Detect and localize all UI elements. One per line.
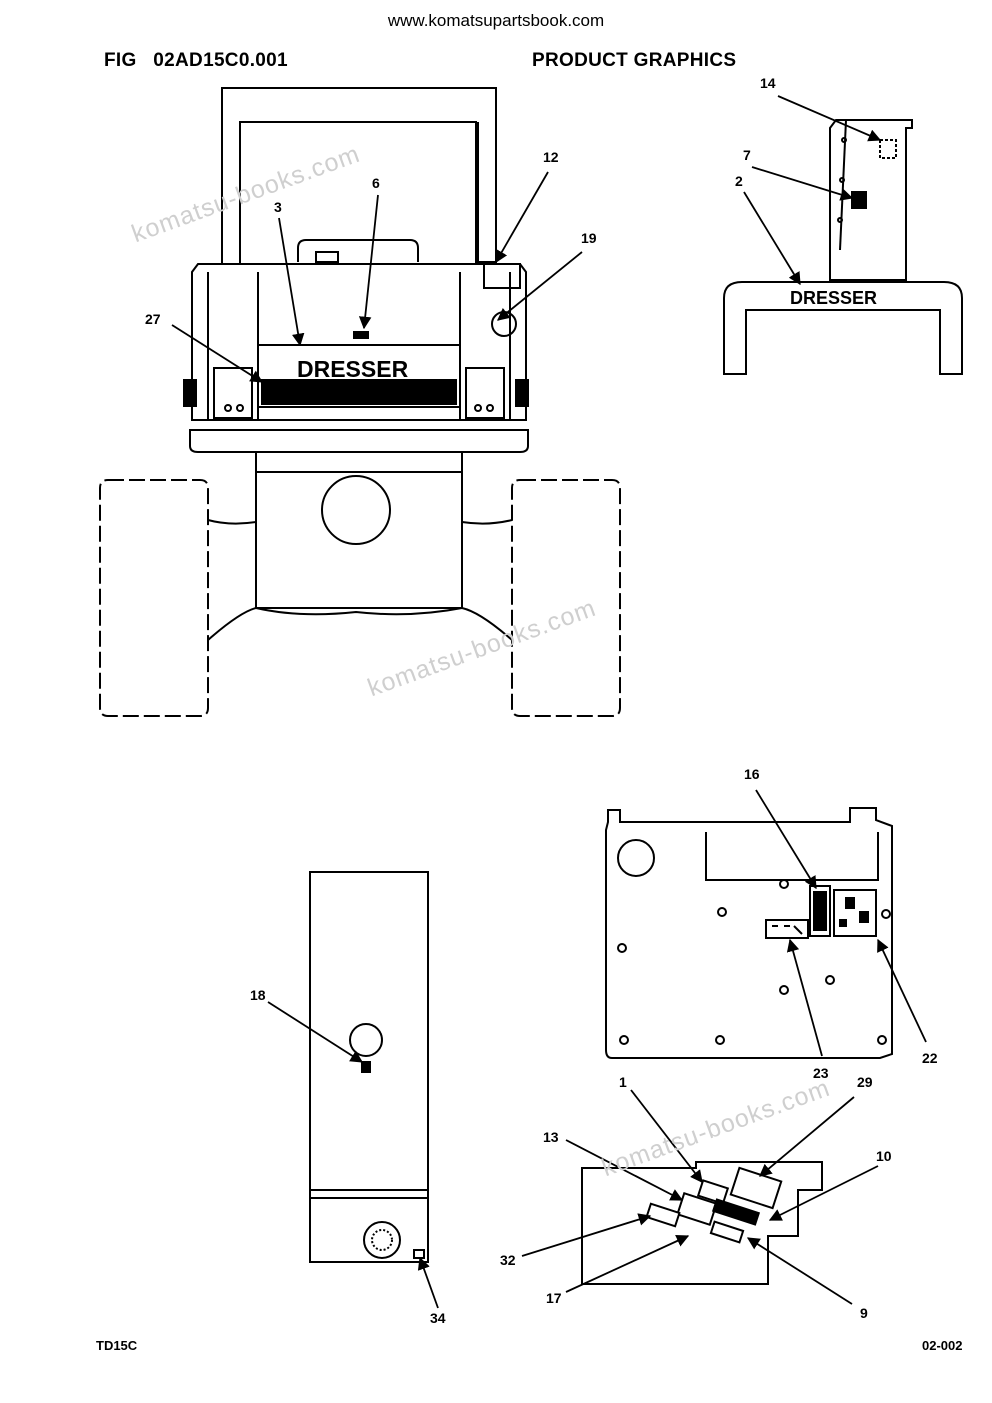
callout-10: 10 — [876, 1148, 892, 1164]
callout-9: 9 — [860, 1305, 868, 1321]
callout-14: 14 — [760, 75, 776, 91]
callout-1: 1 — [619, 1074, 627, 1090]
instrument-panel-view — [605, 807, 893, 1059]
callout-6: 6 — [372, 175, 380, 191]
machine-front-view — [99, 87, 621, 717]
callout-23: 23 — [813, 1065, 829, 1081]
callout-16: 16 — [744, 766, 760, 782]
callout-29: 29 — [857, 1074, 873, 1090]
footer-model: TD15C — [96, 1338, 138, 1353]
rops-side-detail — [723, 119, 963, 375]
callout-2: 2 — [735, 173, 743, 189]
control-console-view — [581, 1161, 823, 1285]
footer-page-number: 02-002 — [922, 1338, 963, 1353]
callout-34: 34 — [430, 1310, 446, 1326]
brand-decal-front: DRESSER — [297, 356, 409, 382]
callout-7: 7 — [743, 147, 751, 163]
callout-32: 32 — [500, 1252, 516, 1268]
figure-title: PRODUCT GRAPHICS — [532, 50, 737, 71]
callout-3: 3 — [274, 199, 282, 215]
callout-12: 12 — [543, 149, 559, 165]
figure-id: FIG 02AD15C0.001 — [104, 50, 288, 71]
leader-lines — [171, 95, 927, 1309]
site-url: www.komatsupartsbook.com — [387, 11, 605, 30]
callout-18: 18 — [250, 987, 266, 1003]
brand-decal-rops: DRESSER — [790, 288, 877, 308]
callout-13: 13 — [543, 1129, 559, 1145]
callout-22: 22 — [922, 1050, 938, 1066]
callout-19: 19 — [581, 230, 597, 246]
callout-labels: 6 3 12 19 27 14 7 2 18 34 16 23 22 1 29 … — [145, 75, 938, 1326]
fuel-tank-view — [309, 871, 429, 1263]
callout-17: 17 — [546, 1290, 562, 1306]
callout-27: 27 — [145, 311, 161, 327]
